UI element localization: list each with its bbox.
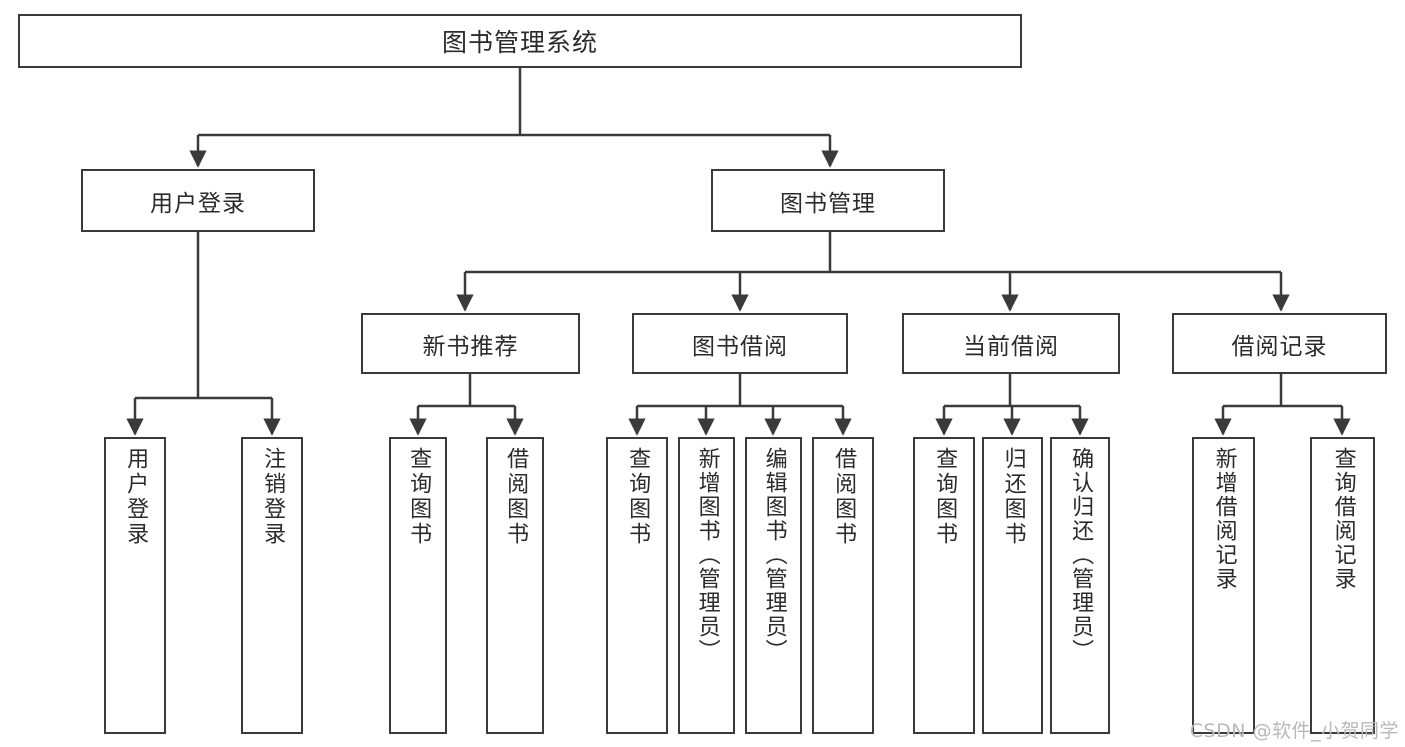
leaf-node-借阅图书-3[interactable]: 借阅图书 bbox=[486, 437, 544, 734]
leaf-node-label: 确认归还（管理员） bbox=[1068, 447, 1094, 663]
node-book-management[interactable]: 图书管理 bbox=[711, 169, 945, 232]
node-user-login[interactable]: 用户登录 bbox=[81, 169, 315, 232]
leaf-node-用户登录-0[interactable]: 用户登录 bbox=[104, 437, 166, 734]
leaf-node-label: 查询图书 bbox=[625, 447, 651, 547]
node-user-login-label: 用户登录 bbox=[150, 190, 246, 217]
leaf-node-label: 注销登录 bbox=[260, 447, 286, 547]
node-root-label: 图书管理系统 bbox=[441, 28, 598, 57]
leaf-node-label: 用户登录 bbox=[123, 447, 149, 547]
node-current-borrow[interactable]: 当前借阅 bbox=[902, 313, 1120, 374]
leaf-node-确认归还管理员-10[interactable]: 确认归还（管理员） bbox=[1050, 437, 1110, 734]
leaf-node-注销登录-1[interactable]: 注销登录 bbox=[241, 437, 303, 734]
leaf-node-label: 新增图书（管理员） bbox=[694, 447, 720, 663]
leaf-node-新增图书管理员-5[interactable]: 新增图书（管理员） bbox=[678, 437, 735, 734]
leaf-node-label: 借阅图书 bbox=[503, 447, 529, 547]
leaf-node-借阅图书-7[interactable]: 借阅图书 bbox=[812, 437, 874, 734]
node-current-borrow-label: 当前借阅 bbox=[963, 333, 1059, 360]
watermark: CSDN @软件_小贺同学 bbox=[1189, 720, 1399, 742]
leaf-node-label: 查询图书 bbox=[932, 447, 958, 547]
leaf-node-查询图书-8[interactable]: 查询图书 bbox=[913, 437, 975, 734]
node-new-book-recommend[interactable]: 新书推荐 bbox=[361, 313, 580, 374]
leaf-node-label: 编辑图书（管理员） bbox=[761, 447, 787, 663]
node-book-borrow-label: 图书借阅 bbox=[692, 333, 788, 360]
leaf-node-归还图书-9[interactable]: 归还图书 bbox=[982, 437, 1043, 734]
leaf-node-查询借阅记录-12[interactable]: 查询借阅记录 bbox=[1310, 437, 1375, 734]
node-book-borrow[interactable]: 图书借阅 bbox=[632, 313, 848, 374]
leaf-node-label: 查询图书 bbox=[406, 447, 432, 547]
node-borrow-record-label: 借阅记录 bbox=[1231, 333, 1328, 360]
leaf-node-label: 新增借阅记录 bbox=[1211, 447, 1237, 591]
node-new-book-recommend-label: 新书推荐 bbox=[422, 333, 519, 360]
leaf-node-查询图书-4[interactable]: 查询图书 bbox=[606, 437, 668, 734]
node-borrow-record[interactable]: 借阅记录 bbox=[1172, 313, 1387, 374]
leaf-node-label: 借阅图书 bbox=[831, 447, 857, 547]
leaf-node-label: 查询借阅记录 bbox=[1330, 447, 1356, 591]
node-root-system[interactable]: 图书管理系统 bbox=[18, 14, 1022, 68]
leaf-node-查询图书-2[interactable]: 查询图书 bbox=[389, 437, 447, 734]
node-book-management-label: 图书管理 bbox=[780, 190, 876, 217]
leaf-node-新增借阅记录-11[interactable]: 新增借阅记录 bbox=[1192, 437, 1255, 734]
leaf-node-label: 归还图书 bbox=[1000, 447, 1026, 547]
leaf-node-编辑图书管理员-6[interactable]: 编辑图书（管理员） bbox=[745, 437, 802, 734]
